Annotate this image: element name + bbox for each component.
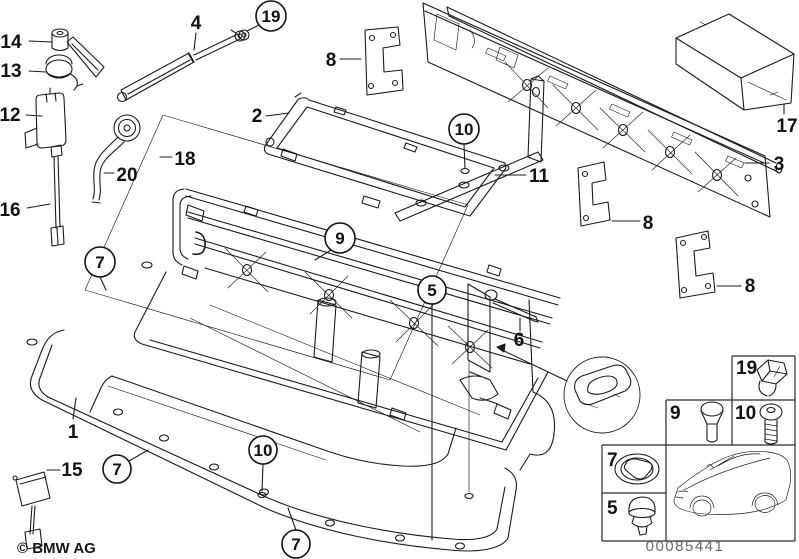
callout-19-circled[interactable]: 19 [255,0,287,32]
part-15-sensor [12,471,51,550]
part-8-bracket-right [675,230,716,299]
circled-callouts: 19 10 9 7 5 10 7 7 [84,0,480,559]
callout-6[interactable]: 6 [514,330,525,351]
callout-20[interactable]: 20 [116,165,137,186]
callout-13[interactable]: 13 [0,61,21,82]
callout-labels: 14 13 12 16 4 20 2 18 8 11 3 17 8 8 6 1 … [0,13,798,481]
part-17-cover-box [675,13,795,111]
part-1-tray [26,261,518,552]
callout-7-left-text: 7 [112,460,121,479]
callout-7-top-text: 7 [95,253,104,272]
inset-cell-5-label[interactable]: 5 [607,498,618,519]
part-3-rear-panel [422,2,783,218]
inset-cell-7-label[interactable]: 7 [607,450,618,471]
grommet-icon [614,453,660,485]
callout-8-right[interactable]: 8 [745,276,756,297]
callout-2[interactable]: 2 [252,106,263,127]
callout-8-mid[interactable]: 8 [643,213,654,234]
callout-11[interactable]: 11 [529,166,550,187]
diagram-line-art [12,2,795,552]
callout-7-bottom-text: 7 [291,535,300,554]
callout-15[interactable]: 15 [61,460,83,481]
inset-cell-19-label[interactable]: 19 [736,358,757,379]
copyright-text: © BMW AG [17,540,96,557]
part-19-eyelet [230,29,246,42]
callout-8-top[interactable]: 8 [326,50,337,71]
part-16-rod [50,144,65,247]
part-8-bracket-mid [577,161,611,227]
car-sketch-icon [673,451,791,517]
inset-parts-table: 19 9 10 7 5 [601,355,796,542]
screw-icon [759,403,783,445]
callout-5-circled[interactable]: 5 [417,275,447,305]
part-2-lid-panel [263,92,507,217]
callout-12[interactable]: 12 [0,105,21,126]
cone-pin-icon [700,401,724,443]
part-number-text: 00085441 [646,538,725,555]
part-11-bar [394,75,545,222]
clip-icon [628,496,656,536]
inset-icons [614,359,791,536]
callout-7-circled-left[interactable]: 7 [102,454,132,484]
part-4-gas-strut [116,29,250,103]
part-13-spring-clip [45,54,84,91]
callout-17[interactable]: 17 [776,116,797,137]
callout-7-circled-bottom[interactable]: 7 [281,529,311,559]
part-6-pin [484,264,539,323]
part-12-holder [24,87,67,149]
callout-1[interactable]: 1 [68,422,79,443]
callout-7-circled-top[interactable]: 7 [84,246,116,278]
callout-14[interactable]: 14 [0,32,22,53]
inset-cell-9-label[interactable]: 9 [670,403,681,424]
leader-lines [25,24,785,541]
detail-circle-buffer [563,356,641,434]
callout-10-circled-bottom[interactable]: 10 [248,435,278,465]
part-20-cable [91,114,141,204]
callout-4[interactable]: 4 [191,13,202,34]
callout-9-circled[interactable]: 9 [324,222,356,254]
part-18-seal-frame [84,114,469,381]
callout-3[interactable]: 3 [774,154,785,175]
callout-10-top-text: 10 [455,120,474,139]
inset-cell-10-label[interactable]: 10 [735,403,756,424]
callout-10-circled-top[interactable]: 10 [448,113,480,145]
callout-10-bottom-text: 10 [254,441,273,460]
callout-19-text: 19 [262,7,281,26]
callout-16[interactable]: 16 [0,200,21,221]
part-8-bracket-top [364,26,404,96]
part-9-compartment-lid [133,188,561,500]
clamp-icon [756,359,788,397]
callout-9-text: 9 [335,229,344,248]
part-14-pin-lever [51,28,105,78]
callout-18[interactable]: 18 [174,149,195,170]
callout-5-text: 5 [427,281,436,300]
